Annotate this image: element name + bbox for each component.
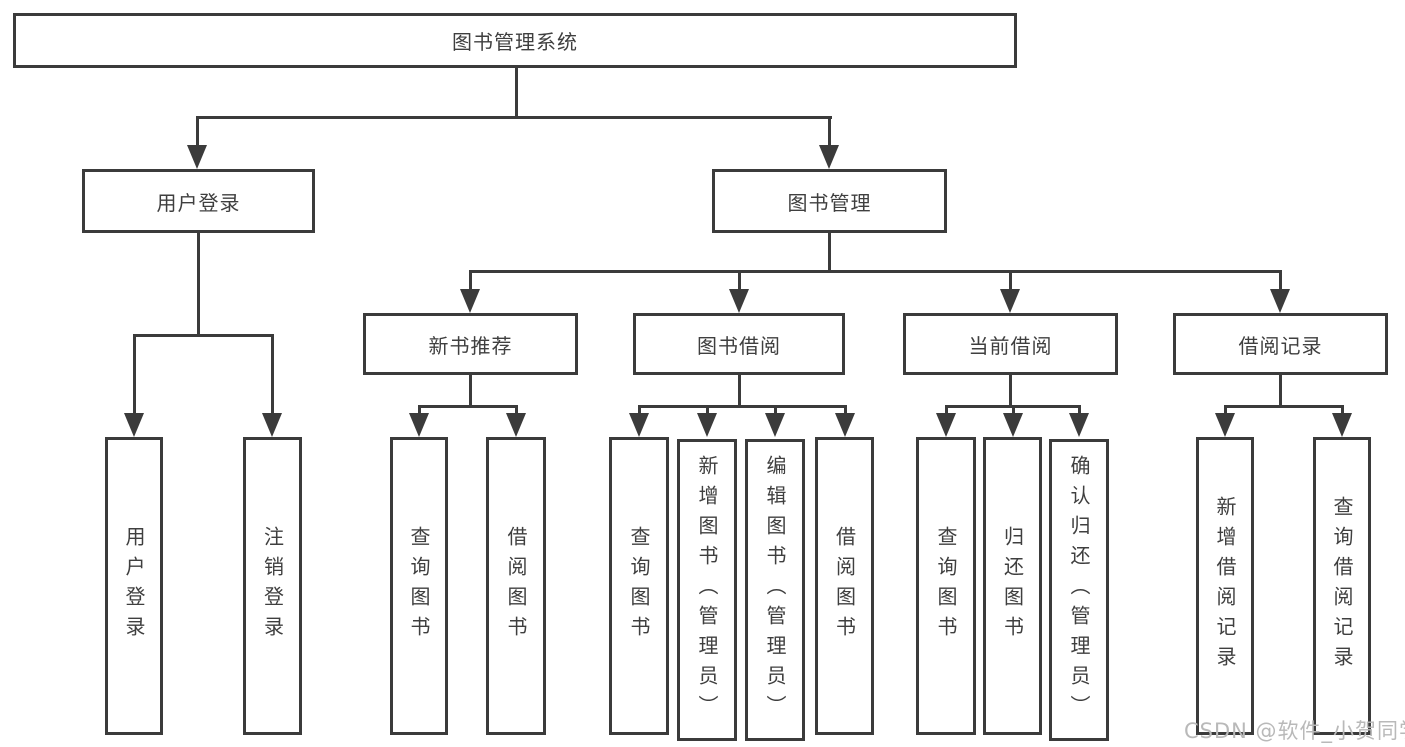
connector-current-stub-1 — [945, 405, 948, 415]
connector-recommend-stub-2 — [515, 405, 518, 415]
leaf-label: 新增图书（管理员） — [695, 455, 719, 725]
arrow-down-icon — [697, 413, 717, 437]
arrow-down-icon — [1270, 289, 1290, 313]
connector-root-vertical — [515, 68, 518, 118]
arrow-down-icon — [835, 413, 855, 437]
node-book-borrowing: 图书借阅 — [633, 313, 845, 375]
connector-userlogin-vertical — [197, 233, 200, 336]
arrow-down-icon — [819, 145, 839, 169]
node-borrowing-records: 借阅记录 — [1173, 313, 1388, 375]
leaf-logout-login: 注销登录 — [243, 437, 302, 735]
node-label: 图书管理系统 — [452, 30, 578, 54]
connector-records-horizontal — [1224, 405, 1344, 408]
arrow-down-icon — [506, 413, 526, 437]
connector-userlogin-horizontal — [133, 334, 274, 337]
arrow-down-icon — [1215, 413, 1235, 437]
connector-records-stub-2 — [1341, 405, 1344, 415]
arrow-down-icon — [187, 145, 207, 169]
arrow-down-icon — [1069, 413, 1089, 437]
connector-current-vertical — [1009, 375, 1012, 408]
leaf-label: 新增借阅记录 — [1213, 496, 1237, 676]
connector-current-stub-2 — [1012, 405, 1015, 415]
connector-bookmgmt-stub-4 — [1279, 270, 1282, 290]
connector-borrowing-stub-4 — [844, 405, 847, 415]
arrow-down-icon — [124, 413, 144, 437]
connector-recommend-vertical — [469, 375, 472, 408]
connector-bookmgmt-vertical — [828, 233, 831, 272]
leaf-borrow-books-recommend: 借阅图书 — [486, 437, 546, 735]
connector-userlogin-stub-2 — [271, 334, 274, 414]
arrow-down-icon — [262, 413, 282, 437]
connector-borrowing-stub-3 — [774, 405, 777, 415]
node-user-login: 用户登录 — [82, 169, 315, 233]
connector-bookmgmt-stub-3 — [1009, 270, 1012, 290]
connector-borrowing-stub-2 — [706, 405, 709, 415]
node-current-borrowing: 当前借阅 — [903, 313, 1118, 375]
leaf-label: 查询图书 — [407, 526, 431, 646]
leaf-label: 归还图书 — [1000, 526, 1025, 646]
node-label: 当前借阅 — [968, 333, 1053, 358]
connector-records-stub-1 — [1224, 405, 1227, 415]
leaf-query-borrow-record: 查询借阅记录 — [1313, 437, 1371, 735]
leaf-edit-books-admin: 编辑图书（管理员） — [745, 439, 805, 741]
leaf-label: 用户登录 — [122, 526, 146, 646]
leaf-label: 注销登录 — [260, 526, 285, 646]
leaf-user-login: 用户登录 — [105, 437, 163, 735]
leaf-label: 查询图书 — [934, 526, 958, 646]
arrow-down-icon — [729, 289, 749, 313]
node-label: 借阅记录 — [1238, 333, 1323, 358]
connector-recommend-horizontal — [418, 405, 518, 408]
connector-bookmgmt-stub-1 — [469, 270, 472, 290]
node-label: 图书管理 — [787, 190, 872, 215]
leaf-borrow-books-borrowing: 借阅图书 — [815, 437, 874, 735]
leaf-label: 查询借阅记录 — [1330, 496, 1354, 676]
connector-borrowing-horizontal — [638, 405, 847, 408]
connector-borrowing-stub-1 — [638, 405, 641, 415]
arrow-down-icon — [409, 413, 429, 437]
node-new-book-recommendation: 新书推荐 — [363, 313, 578, 375]
connector-root-stub-right — [828, 116, 831, 148]
connector-userlogin-stub-1 — [133, 334, 136, 414]
connector-borrowing-vertical — [738, 375, 741, 408]
leaf-label: 确认归还（管理员） — [1067, 455, 1091, 725]
connector-recommend-stub-1 — [418, 405, 421, 415]
arrow-down-icon — [1332, 413, 1352, 437]
leaf-query-books-recommend: 查询图书 — [390, 437, 448, 735]
connector-records-vertical — [1279, 375, 1282, 408]
arrow-down-icon — [936, 413, 956, 437]
leaf-add-books-admin: 新增图书（管理员） — [677, 439, 737, 741]
arrow-down-icon — [1000, 289, 1020, 313]
connector-root-stub-left — [196, 116, 199, 148]
node-label: 图书借阅 — [697, 333, 781, 358]
connector-current-stub-3 — [1078, 405, 1081, 415]
connector-bookmgmt-horizontal — [469, 270, 1282, 273]
leaf-confirm-return-admin: 确认归还（管理员） — [1049, 439, 1109, 741]
connector-root-horizontal — [196, 116, 832, 119]
leaf-label: 编辑图书（管理员） — [763, 455, 787, 725]
node-label: 新书推荐 — [428, 333, 513, 358]
leaf-query-books-current: 查询图书 — [916, 437, 976, 735]
arrow-down-icon — [1003, 413, 1023, 437]
node-library-system: 图书管理系统 — [13, 13, 1017, 68]
leaf-label: 借阅图书 — [832, 526, 857, 646]
arrow-down-icon — [629, 413, 649, 437]
leaf-add-borrow-record: 新增借阅记录 — [1196, 437, 1254, 735]
arrow-down-icon — [765, 413, 785, 437]
leaf-return-books: 归还图书 — [983, 437, 1042, 735]
node-label: 用户登录 — [156, 190, 241, 215]
csdn-watermark: CSDN @软件_小贺同学 — [1184, 719, 1405, 743]
arrow-down-icon — [460, 289, 480, 313]
node-book-management: 图书管理 — [712, 169, 947, 233]
leaf-query-books-borrowing: 查询图书 — [609, 437, 669, 735]
leaf-label: 借阅图书 — [504, 526, 528, 646]
connector-bookmgmt-stub-2 — [738, 270, 741, 290]
leaf-label: 查询图书 — [627, 526, 651, 646]
